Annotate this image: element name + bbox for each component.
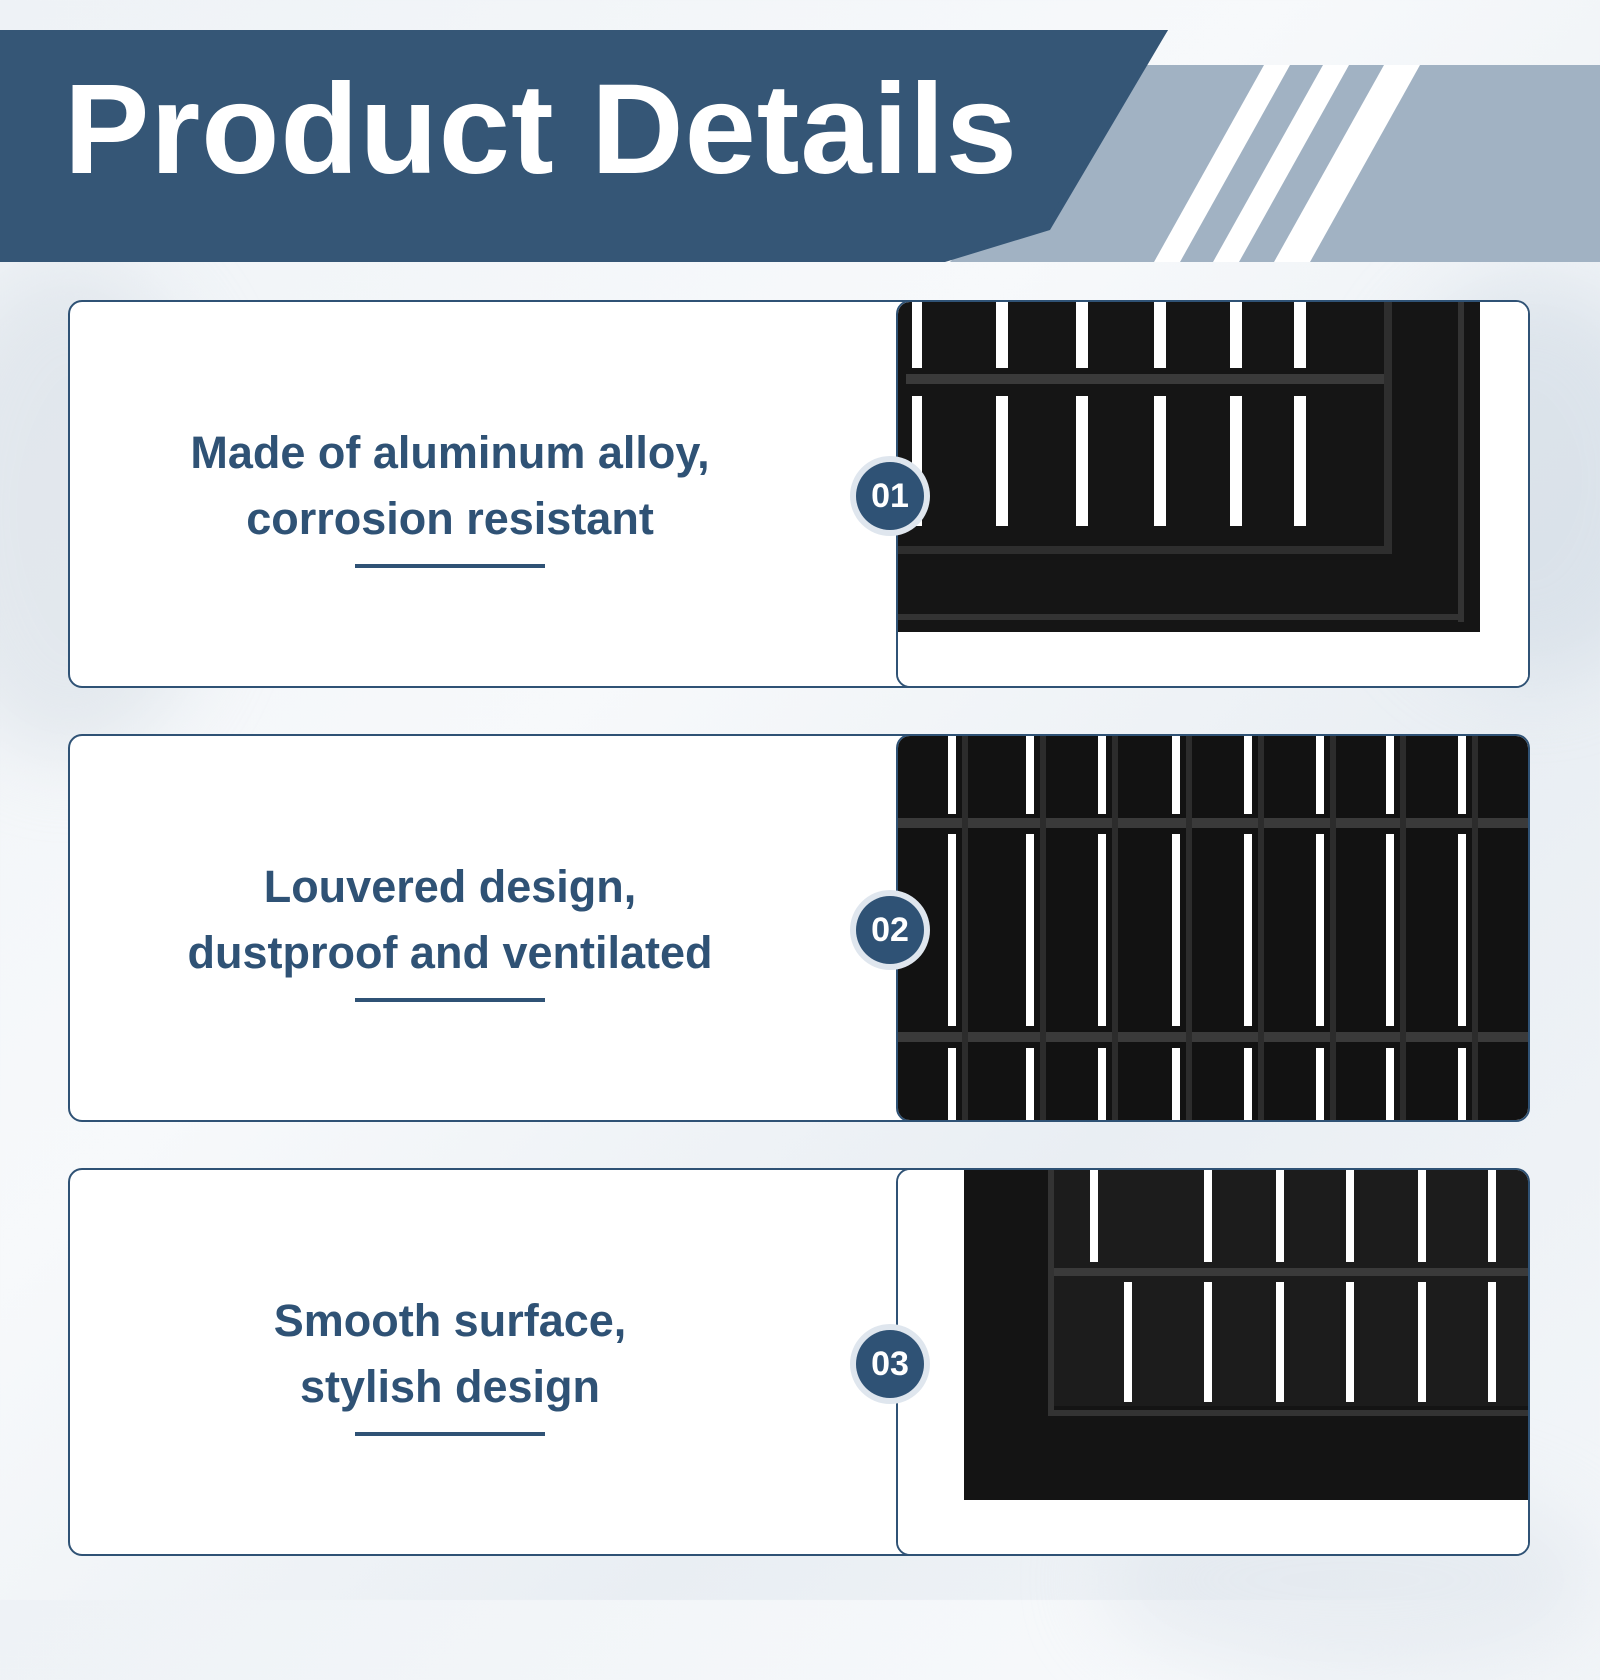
- feature-number-badge: 03: [850, 1324, 930, 1404]
- feature-caption-line1: Smooth surface,: [273, 1295, 627, 1346]
- feature-text: Louvered design, dustproof and ventilate…: [70, 736, 830, 1120]
- feature-number-badge: 01: [850, 456, 930, 536]
- feature-card-2: Louvered design, dustproof and ventilate…: [68, 734, 1530, 1122]
- feature-card-3: Smooth surface, stylish design 03: [68, 1168, 1530, 1556]
- caption-underline: [355, 1432, 545, 1436]
- feature-card-1: Made of aluminum alloy, corrosion resist…: [68, 300, 1530, 688]
- feature-number: 01: [856, 462, 924, 530]
- feature-text: Made of aluminum alloy, corrosion resist…: [70, 302, 830, 686]
- feature-number: 03: [856, 1330, 924, 1398]
- feature-caption-line1: Made of aluminum alloy,: [190, 427, 710, 478]
- feature-caption-line1: Louvered design,: [263, 861, 637, 912]
- feature-caption-line2: stylish design: [299, 1361, 601, 1412]
- feature-number-badge: 02: [850, 890, 930, 970]
- product-photo-vent-corner: [896, 302, 1528, 686]
- feature-caption-line2: corrosion resistant: [246, 493, 654, 544]
- product-photo-louvers: [896, 736, 1528, 1120]
- vent-grille-corner-image: [898, 302, 1528, 686]
- page-title: Product Details: [64, 58, 1018, 201]
- feature-number: 02: [856, 896, 924, 964]
- product-photo-frame: [896, 1170, 1528, 1554]
- vent-frame-surface-image: [898, 1170, 1528, 1554]
- vent-louvers-image: [898, 736, 1528, 1120]
- header-banner: Product Details: [0, 0, 1600, 270]
- header-decoration: [0, 30, 1600, 262]
- caption-underline: [355, 564, 545, 568]
- feature-text: Smooth surface, stylish design: [70, 1170, 830, 1554]
- caption-underline: [355, 998, 545, 1002]
- feature-caption-line2: dustproof and ventilated: [187, 927, 713, 978]
